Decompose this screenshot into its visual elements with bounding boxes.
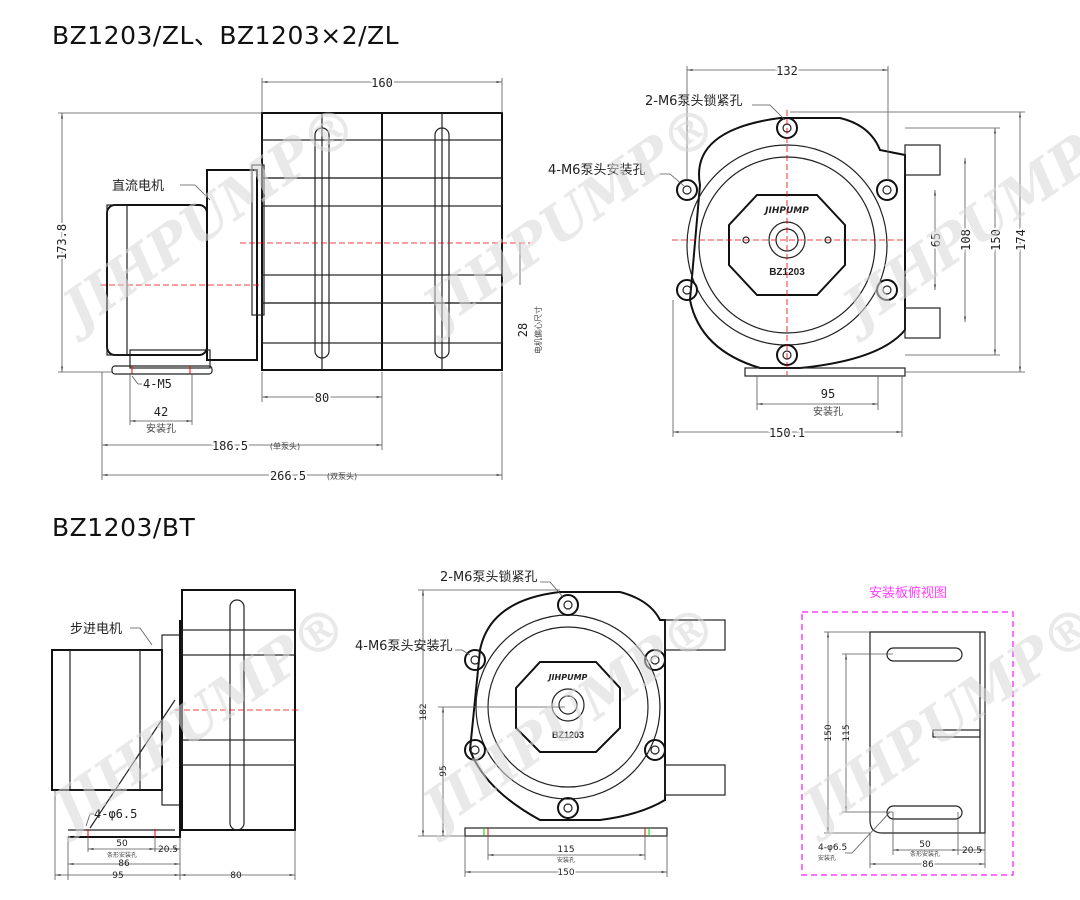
dim-4-m5: 4-M5: [143, 377, 172, 391]
watermark-logo: JIHPUMP®: [403, 591, 729, 846]
dim-80: 80: [315, 391, 329, 405]
plate-dim-150: 150: [824, 724, 834, 741]
dim-266-5: 266.5: [270, 469, 306, 483]
plate-view-title: 安装板俯视图: [869, 585, 947, 601]
bottom-side-view: 步进电机 4-φ6.5 50 条形安装孔 20.5 86 95 80: [51, 589, 300, 881]
dim-50: 50: [116, 839, 128, 849]
dim-28: 28: [516, 323, 530, 337]
bottom-front-view: JIHPUMP BZ1203 2-M6泵头锁紧孔 4-M6泵头安装孔 182 9…: [355, 569, 726, 880]
title-top-models: BZ1203/ZL、BZ1203×2/ZL: [52, 21, 400, 50]
watermark-logo: JIHPUMP®: [403, 91, 729, 346]
dim-186-5: 186.5: [212, 439, 248, 453]
dim-hole: 4-φ6.5: [94, 807, 137, 821]
dim-174: 174: [1014, 229, 1028, 251]
dim-266-5-note: (双泵头): [327, 471, 357, 481]
plate-dim-50: 50: [919, 840, 931, 850]
dim-42: 42: [154, 405, 168, 419]
dim-65: 65: [929, 233, 943, 247]
dim-80: 80: [230, 871, 242, 881]
motor-mount-foot: [111, 365, 213, 375]
brand-logo: JIHPUMP: [547, 673, 588, 682]
dim-42-note: 安装孔: [146, 422, 176, 435]
plate-view-frame: [801, 611, 1014, 876]
dim-95: 95: [439, 765, 449, 776]
lock-hole-label: 2-M6泵头锁紧孔: [645, 93, 742, 109]
dim-115-note: 安装孔: [557, 856, 575, 864]
top-side-view: 160 173.8 28 电机偏心尺寸 直流电机 4-M5 42 安装孔 80 …: [53, 74, 543, 485]
dim-20-5: 20.5: [158, 845, 178, 855]
dim-173-8: 173.8: [55, 224, 69, 260]
dim-182: 182: [419, 703, 429, 720]
dim-150-1: 150.1: [769, 426, 805, 440]
stepper-motor-label: 步进电机: [70, 622, 122, 637]
plate-dim-50-note: 条形安装孔: [910, 850, 940, 858]
dim-150: 150: [989, 229, 1003, 251]
dim-150: 150: [557, 868, 574, 878]
plate-dim-20-5: 20.5: [962, 846, 982, 856]
dim-132: 132: [776, 64, 798, 78]
dim-28-note: 电机偏心尺寸: [533, 306, 543, 354]
watermarks: JIHPUMP® JIHPUMP® JIHPUMP® JIHPUMP® JIHP…: [33, 91, 1080, 846]
bolts: [464, 594, 666, 819]
dim-50-note: 条形安装孔: [107, 851, 137, 859]
gearbox: [206, 169, 258, 361]
dim-115: 115: [557, 845, 574, 855]
dim-95: 95: [112, 871, 123, 881]
dim-160: 160: [371, 76, 393, 90]
top-front-view: JIHPUMP BZ1203 2-M6泵头锁紧孔 4-M6泵头安装孔 132 9…: [548, 62, 1030, 442]
mount-hole-label: 4-M6泵头安装孔: [355, 639, 452, 654]
brand-logo: JIHPUMP: [763, 206, 809, 216]
model-label: BZ1203: [552, 730, 584, 740]
plate-dim-86: 86: [922, 860, 934, 870]
plate-dim-hole-note: 安装孔: [818, 854, 836, 862]
dc-motor-label: 直流电机: [112, 179, 164, 194]
plate-top-view: 安装板俯视图 150 115 4-φ6.5 安装孔 50 条形安装孔 20.5 …: [801, 585, 1014, 876]
title-bottom-model: BZ1203/BT: [52, 513, 196, 542]
dim-95-note: 安装孔: [813, 405, 843, 418]
dim-108: 108: [959, 229, 973, 251]
mount-hole-label: 4-M6泵头安装孔: [548, 163, 645, 178]
dim-95: 95: [821, 387, 835, 401]
lock-hole-label: 2-M6泵头锁紧孔: [440, 569, 537, 585]
dim-186-5-note: (单泵头): [270, 441, 300, 451]
watermark-logo: JIHPUMP®: [823, 91, 1080, 346]
plate-dim-hole: 4-φ6.5: [818, 843, 847, 853]
plate-dim-115: 115: [842, 724, 852, 741]
dim-86: 86: [118, 859, 130, 869]
